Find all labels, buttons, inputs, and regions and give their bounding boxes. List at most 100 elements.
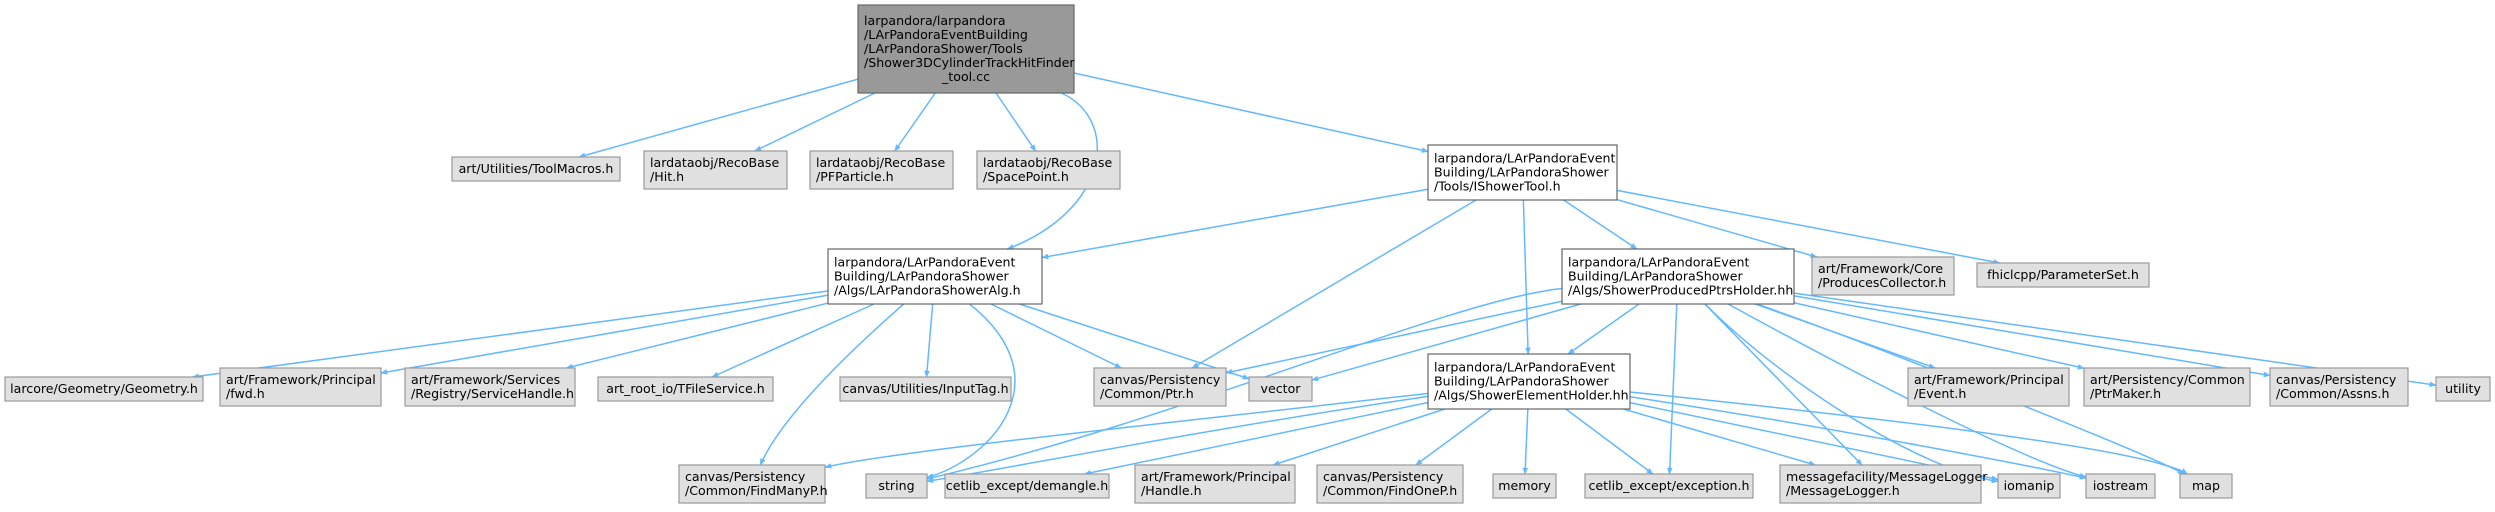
node-label-handle-line-0: art/Framework/Principal bbox=[1141, 469, 1291, 484]
node-memory: memory bbox=[1492, 473, 1557, 499]
node-label-map-line-0: map bbox=[2192, 478, 2220, 493]
node-label-showeralg-line-2: /Algs/LArPandoraShowerAlg.h bbox=[834, 283, 1021, 298]
node-iomanip: iomanip bbox=[1997, 473, 2061, 499]
node-label-iomanip-line-0: iomanip bbox=[2004, 478, 2055, 493]
node-label-hit-line-0: lardataobj/RecoBase bbox=[650, 155, 779, 170]
node-ishowertool[interactable]: larpandora/LArPandoraEventBuilding/LArPa… bbox=[1427, 144, 1618, 201]
edge-ishowertool-to-elementholder bbox=[1522, 199, 1531, 355]
edge-showeralg-to-vector bbox=[1019, 303, 1250, 380]
node-label-demangle-line-0: cetlib_except/demangle.h bbox=[946, 478, 1108, 493]
node-box-showeralg bbox=[827, 248, 1043, 305]
node-fwd: art/Framework/Principal/fwd.h bbox=[219, 367, 382, 407]
node-box-root bbox=[857, 4, 1075, 94]
edge-showeralg-to-string bbox=[926, 303, 1016, 479]
node-string: string bbox=[865, 473, 928, 499]
edge-showeralg-to-fwd bbox=[380, 294, 829, 375]
node-root[interactable]: larpandora/larpandora/LArPandoraEventBui… bbox=[857, 4, 1075, 94]
node-box-iomanip bbox=[1997, 473, 2061, 499]
node-label-tfileservice-line-0: art_root_io/TFileService.h bbox=[606, 381, 764, 396]
edge-elementholder-to-findmanyp bbox=[824, 392, 1429, 469]
node-box-assns bbox=[2269, 367, 2409, 407]
node-label-elementholder-line-2: /Algs/ShowerElementHolder.hh bbox=[1434, 388, 1629, 403]
edges bbox=[191, 72, 2437, 484]
node-exception: cetlib_except/exception.h bbox=[1584, 473, 1754, 499]
node-label-spacepoint-line-0: lardataobj/RecoBase bbox=[983, 155, 1112, 170]
node-event: art/Framework/Principal/Event.h bbox=[1907, 367, 2070, 407]
node-label-root-line-2: /LArPandoraShower/Tools bbox=[864, 41, 1023, 56]
node-spacepoint: lardataobj/RecoBase/SpacePoint.h bbox=[976, 150, 1121, 190]
node-box-iostream bbox=[2085, 473, 2156, 499]
node-elementholder[interactable]: larpandora/LArPandoraEventBuilding/LArPa… bbox=[1427, 353, 1631, 410]
node-label-string-line-0: string bbox=[878, 478, 914, 493]
node-box-ptr bbox=[1093, 367, 1227, 407]
node-box-pfparticle bbox=[809, 150, 954, 190]
node-box-toolmacros bbox=[451, 156, 621, 182]
node-label-messagelogger-line-1: /MessageLogger.h bbox=[1786, 483, 1900, 498]
node-box-utility bbox=[2435, 376, 2491, 402]
node-label-exception-line-0: cetlib_except/exception.h bbox=[1588, 478, 1749, 493]
node-label-elementholder-line-0: larpandora/LArPandoraEvent bbox=[1434, 360, 1615, 375]
node-label-ishowertool-line-2: /Tools/IShowerTool.h bbox=[1434, 179, 1561, 194]
edge-root-to-ishowertool bbox=[1073, 72, 1429, 153]
node-box-producescollector bbox=[1811, 256, 1955, 296]
node-label-iostream-line-0: iostream bbox=[2093, 478, 2148, 493]
node-assns: canvas/Persistency/Common/Assns.h bbox=[2269, 367, 2409, 407]
node-box-spacepoint bbox=[976, 150, 1121, 190]
edge-producedptrs-to-exception bbox=[1666, 303, 1678, 475]
edge-ishowertool-to-producescollector bbox=[1616, 198, 1818, 258]
node-box-handle bbox=[1134, 464, 1296, 504]
edge-showeralg-to-geometry bbox=[191, 290, 829, 379]
node-label-ishowertool-line-0: larpandora/LArPandoraEvent bbox=[1434, 151, 1615, 166]
node-box-inputtag bbox=[839, 376, 1012, 402]
node-box-demangle bbox=[944, 473, 1110, 499]
nodes: larpandora/larpandora/LArPandoraEventBui… bbox=[4, 4, 2491, 504]
node-parameterset: fhiclcpp/ParameterSet.h bbox=[1976, 262, 2150, 288]
node-box-geometry bbox=[4, 376, 204, 402]
node-label-producedptrs-line-1: Building/LArPandoraShower bbox=[1568, 269, 1743, 284]
edge-showeralg-to-servicehandle bbox=[565, 302, 829, 370]
node-label-fwd-line-1: /fwd.h bbox=[226, 386, 265, 401]
node-box-messagelogger bbox=[1779, 464, 1982, 504]
node-label-ptr-line-0: canvas/Persistency bbox=[1100, 372, 1221, 387]
node-label-spacepoint-line-1: /SpacePoint.h bbox=[983, 169, 1069, 184]
edge-producedptrs-to-ptr bbox=[1225, 300, 1563, 375]
node-label-root-line-1: /LArPandoraEventBuilding bbox=[864, 27, 1028, 42]
node-label-elementholder-line-1: Building/LArPandoraShower bbox=[1434, 374, 1609, 389]
node-box-map bbox=[2179, 473, 2233, 499]
node-label-producescollector-line-1: /ProducesCollector.h bbox=[1818, 275, 1946, 290]
node-label-messagelogger-line-0: messagefacility/MessageLogger bbox=[1786, 469, 1988, 484]
node-label-fwd-line-0: art/Framework/Principal bbox=[226, 372, 376, 387]
node-box-producedptrs bbox=[1561, 248, 1795, 305]
edge-producedptrs-to-ptrmaker bbox=[1793, 301, 2085, 370]
edge-elementholder-to-exception bbox=[1565, 408, 1654, 475]
node-label-memory-line-0: memory bbox=[1498, 478, 1551, 493]
node-showeralg[interactable]: larpandora/LArPandoraEventBuilding/LArPa… bbox=[827, 248, 1043, 305]
node-label-producedptrs-line-2: /Algs/ShowerProducedPtrsHolder.hh bbox=[1568, 283, 1793, 298]
node-label-findonep-line-1: /Common/FindOneP.h bbox=[1323, 483, 1457, 498]
node-messagelogger: messagefacility/MessageLogger/MessageLog… bbox=[1779, 464, 1988, 504]
node-ptrmaker: art/Persistency/Common/PtrMaker.h bbox=[2083, 367, 2251, 407]
edge-root-to-hit bbox=[754, 92, 876, 152]
node-map: map bbox=[2179, 473, 2233, 499]
node-label-root-line-3: /Shower3DCylinderTrackHitFinder bbox=[864, 55, 1075, 70]
node-label-pfparticle-line-0: lardataobj/RecoBase bbox=[816, 155, 945, 170]
node-box-event bbox=[1907, 367, 2070, 407]
node-label-ishowertool-line-1: Building/LArPandoraShower bbox=[1434, 165, 1609, 180]
node-producedptrs[interactable]: larpandora/LArPandoraEventBuilding/LArPa… bbox=[1561, 248, 1795, 305]
node-box-hit bbox=[643, 150, 788, 190]
node-vector: vector bbox=[1248, 376, 1313, 402]
node-findmanyp: canvas/Persistency/Common/FindManyP.h bbox=[678, 464, 828, 504]
node-label-findonep-line-0: canvas/Persistency bbox=[1323, 469, 1444, 484]
node-ptr: canvas/Persistency/Common/Ptr.h bbox=[1093, 367, 1227, 407]
node-box-elementholder bbox=[1427, 353, 1631, 410]
node-label-ptr-line-1: /Common/Ptr.h bbox=[1100, 386, 1194, 401]
edge-elementholder-to-messagelogger bbox=[1623, 408, 1817, 466]
edge-producedptrs-to-vector bbox=[1311, 303, 1582, 382]
edge-showeralg-to-inputtag bbox=[924, 303, 934, 378]
edge-elementholder-to-map bbox=[1629, 391, 2188, 475]
node-iostream: iostream bbox=[2085, 473, 2156, 499]
node-label-showeralg-line-0: larpandora/LArPandoraEvent bbox=[834, 255, 1015, 270]
node-label-servicehandle-line-0: art/Framework/Services bbox=[411, 372, 560, 387]
node-label-parameterset-line-0: fhiclcpp/ParameterSet.h bbox=[1987, 267, 2139, 282]
